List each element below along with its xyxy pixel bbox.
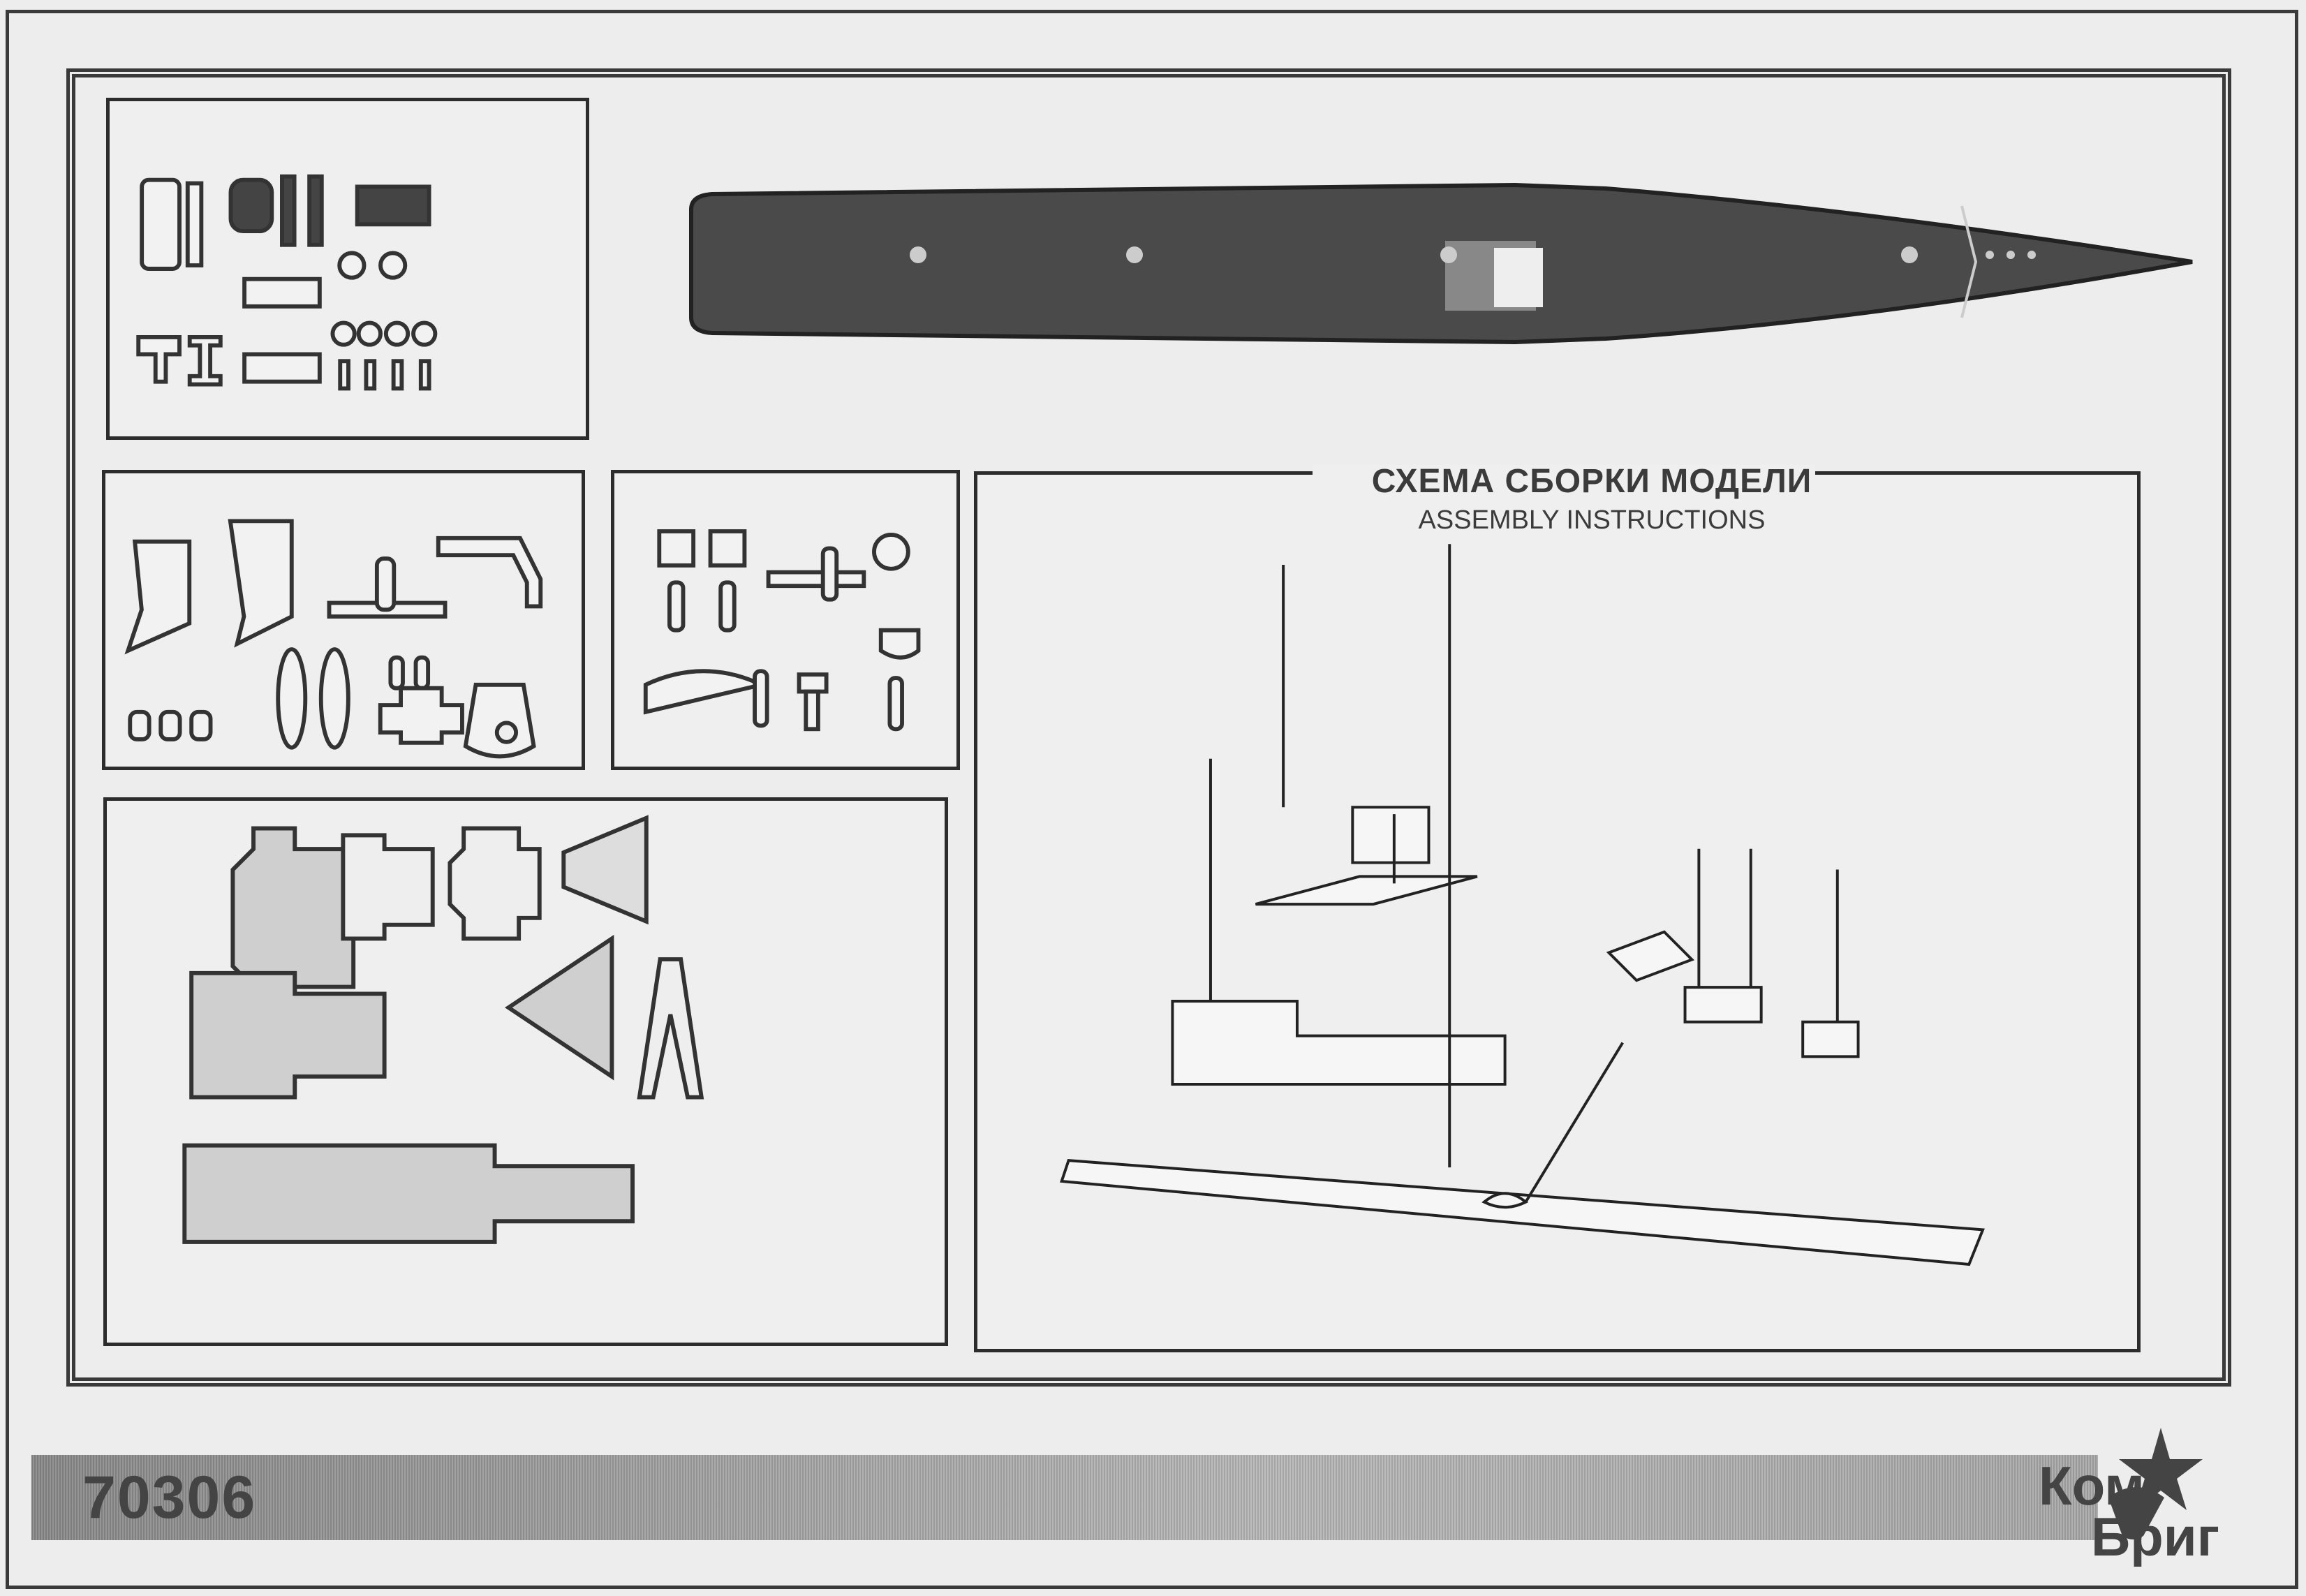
brand-logo: Ком Бриг [2025,1375,2234,1578]
exploded-assembly-illustration [1059,544,1985,1266]
brand-line2: Бриг [2091,1506,2219,1567]
parts-panel-3 [611,470,960,770]
brand-line1: Ком [2039,1455,2145,1516]
parts-panel-4 [103,797,948,1346]
star-hammer-sickle-icon [2119,1428,2203,1510]
parts-illustration-3 [643,529,921,732]
footer-banner [31,1455,2098,1540]
hull-top-view [677,168,2199,356]
title-english: ASSEMBLY INSTRUCTIONS [1418,505,1766,535]
kit-number: 70306 [82,1464,257,1531]
parts-panel-2 [102,470,585,770]
title-gap [1313,465,1815,486]
outer-frame [6,10,2298,1589]
parts-illustration-2 [124,519,543,759]
title-block: СХЕМА СБОРКИ МОДЕЛИ ASSEMBLY INSTRUCTION… [1313,461,1871,536]
parts-illustration-1 [136,174,438,391]
inner-frame-inner-line [72,74,2226,1381]
parts-illustration-4 [182,815,704,1244]
inner-frame-outer-line [66,68,2231,1387]
assembly-diagram-panel [974,465,2141,1352]
parts-panel-1 [106,98,589,440]
hull-illustration [689,182,2193,345]
title-russian: СХЕМА СБОРКИ МОДЕЛИ [1371,463,1812,500]
